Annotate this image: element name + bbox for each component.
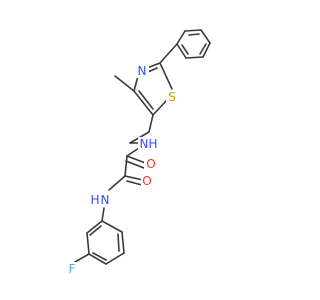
thiazole-ring [133, 62, 173, 116]
bond-nh-fluorophenyl [101, 207, 105, 222]
fluorine-label: F [69, 262, 76, 276]
thiazole-sulfur-label: S [168, 90, 176, 104]
bond-c-f [74, 253, 90, 263]
carbonyl-oxygen-lower-label: O [142, 174, 151, 188]
methyl-bond [114, 75, 135, 92]
structure-diagram: N S N H O O H N F [68, 29, 211, 276]
amide-nitrogen-lower-label: N [101, 193, 110, 207]
amide-hydrogen-upper-label: H [148, 137, 157, 151]
fluorophenyl-ring [86, 220, 125, 265]
amide-nitrogen-upper-label: N [140, 137, 149, 151]
carbonyl-oxygen-upper-label: O [146, 157, 155, 171]
phenyl-ring [176, 29, 211, 59]
bond-phenyl-thiazole [159, 43, 178, 64]
amide-hydrogen-lower-label: H [90, 193, 99, 207]
molecule-canvas: N S N H O O H N F [68, 29, 211, 276]
thiazole-nitrogen-label: N [138, 64, 147, 78]
